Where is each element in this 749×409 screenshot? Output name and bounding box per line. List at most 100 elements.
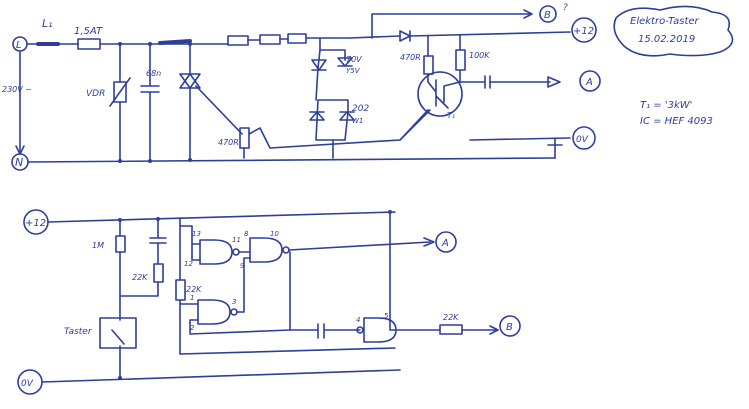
resistor-100k bbox=[455, 49, 466, 71]
terminal-b-top bbox=[539, 5, 557, 23]
label-plus12-top: +12 bbox=[573, 26, 594, 37]
top-schematic: L N 230V ~ L₁ 1,5AT VDR 68n bbox=[2, 3, 601, 171]
label-470r-opto: 470R bbox=[400, 53, 421, 62]
resistor-1m bbox=[115, 235, 126, 253]
nand-gate-2-bubble bbox=[282, 246, 290, 254]
pin-1: 1 bbox=[190, 294, 194, 302]
notes-t1: T₁ = '3kW' bbox=[640, 100, 692, 111]
wire-to-b bbox=[371, 13, 531, 39]
notes-date: 15.02.2019 bbox=[638, 34, 695, 45]
nand-gate-2 bbox=[249, 237, 283, 263]
zener-2 bbox=[339, 111, 355, 121]
pin-11: 11 bbox=[232, 236, 241, 244]
bottom-schematic: +12 0V 1M Taster 22K 22K 13 12 11 bbox=[17, 209, 521, 395]
label-inductor: L₁ bbox=[42, 17, 53, 30]
nand-gate-3-wires bbox=[179, 251, 291, 335]
label-22k-mid: 22K bbox=[186, 285, 202, 294]
label-a-bottom: A bbox=[441, 238, 449, 249]
label-capacitor: 68n bbox=[146, 69, 161, 78]
label-22k-left: 22K bbox=[132, 273, 148, 282]
nand-gate-1 bbox=[199, 239, 233, 265]
arrow-b-output bbox=[489, 325, 499, 335]
plus12-rail-bottom bbox=[47, 211, 396, 223]
resistor-22k-mid-wire bbox=[179, 217, 396, 355]
terminal-a-bottom bbox=[435, 231, 457, 253]
capacitor-and-22k-wire bbox=[119, 218, 167, 297]
vdr-slash bbox=[109, 77, 131, 107]
label-b-top: B bbox=[544, 10, 551, 21]
label-470r-triac: 470R bbox=[218, 138, 239, 147]
transistor-emitter-wire bbox=[399, 109, 429, 141]
diode-plus12 bbox=[399, 30, 411, 42]
resistor-470r-triac bbox=[239, 127, 250, 149]
triac-gate-wire bbox=[195, 85, 243, 135]
transistor-leads bbox=[427, 79, 461, 109]
label-b-bottom: B bbox=[506, 322, 513, 333]
label-voltage: 230V ~ bbox=[2, 85, 32, 94]
resistor-series-1 bbox=[227, 35, 249, 46]
nand-gate-1-wires bbox=[179, 225, 251, 261]
label-0v-bottom: 0V bbox=[21, 379, 34, 389]
nand-gate-3-bubble bbox=[230, 308, 238, 316]
resistor-22k-left bbox=[153, 263, 164, 283]
triac bbox=[179, 43, 201, 161]
label-zener-2: 202 bbox=[352, 104, 369, 114]
label-zener-2-type: W1 bbox=[352, 117, 363, 125]
notes-title: Elektro-Taster bbox=[630, 16, 700, 27]
pin-12: 12 bbox=[184, 260, 193, 268]
resistor-series-3 bbox=[287, 33, 307, 44]
nand-gate-1-bubble bbox=[232, 248, 240, 256]
pin-9: 9 bbox=[240, 262, 245, 270]
notes-ic: IC = HEF 4093 bbox=[640, 116, 713, 127]
resistor-series-2 bbox=[259, 34, 281, 45]
pin-3: 3 bbox=[232, 298, 236, 306]
bridge-diode-1 bbox=[311, 59, 327, 71]
taster-switch[interactable] bbox=[99, 317, 137, 349]
neutral-rail bbox=[27, 157, 556, 163]
switch-contacts bbox=[111, 295, 125, 379]
arrow-to-b bbox=[523, 9, 533, 19]
arrow-a-input bbox=[547, 76, 561, 88]
transistor-t1 bbox=[417, 71, 463, 117]
resistor-22k-out bbox=[439, 324, 463, 335]
arrow-a-output bbox=[423, 237, 435, 247]
notes: Elektro-Taster 15.02.2019 T₁ = '3kW' IC … bbox=[613, 5, 734, 127]
label-n: N bbox=[15, 156, 23, 169]
label-1m: 1M bbox=[92, 241, 104, 250]
terminal-a-top bbox=[579, 70, 601, 92]
label-zener-1-type: Y5V bbox=[346, 67, 361, 75]
nand-gate-4-wires bbox=[389, 211, 441, 331]
zener-1 bbox=[337, 57, 353, 67]
label-0v-top: 0V bbox=[576, 135, 589, 145]
ground-wire bbox=[469, 137, 571, 159]
pin-13: 13 bbox=[192, 230, 201, 238]
opto-wire bbox=[243, 109, 431, 159]
plus12-rail bbox=[409, 31, 571, 37]
title-cloud bbox=[613, 5, 734, 57]
label-switch: Taster bbox=[64, 327, 93, 337]
label-fuse: 1,5AT bbox=[74, 26, 103, 37]
pin-10: 10 bbox=[270, 230, 279, 238]
pin-5: 5 bbox=[384, 312, 389, 320]
capacitor-68n bbox=[140, 43, 160, 161]
fuse bbox=[77, 38, 101, 50]
nand-gate-4-bubble bbox=[356, 326, 364, 334]
voltage-arrow-head bbox=[15, 145, 25, 155]
bridge-diode-2 bbox=[309, 99, 334, 141]
resistor-22k-mid bbox=[175, 279, 186, 301]
wire-to-diode bbox=[349, 35, 401, 39]
nand-gate-3 bbox=[197, 299, 231, 325]
terminal-b-bottom bbox=[499, 315, 521, 337]
ground-rail-bottom bbox=[41, 369, 401, 383]
pin-8: 8 bbox=[244, 230, 249, 238]
label-a-top: A bbox=[585, 77, 593, 88]
label-22k-out: 22K bbox=[443, 313, 459, 322]
nand-gate-2-wires bbox=[243, 241, 431, 297]
label-l: L bbox=[16, 40, 22, 51]
series-resistor-wires bbox=[247, 37, 351, 41]
label-vdr: VDR bbox=[86, 89, 105, 99]
label-plus12-bottom: +12 bbox=[25, 218, 46, 229]
vdr bbox=[113, 81, 127, 103]
gate-4-input-capacitor bbox=[289, 323, 361, 339]
